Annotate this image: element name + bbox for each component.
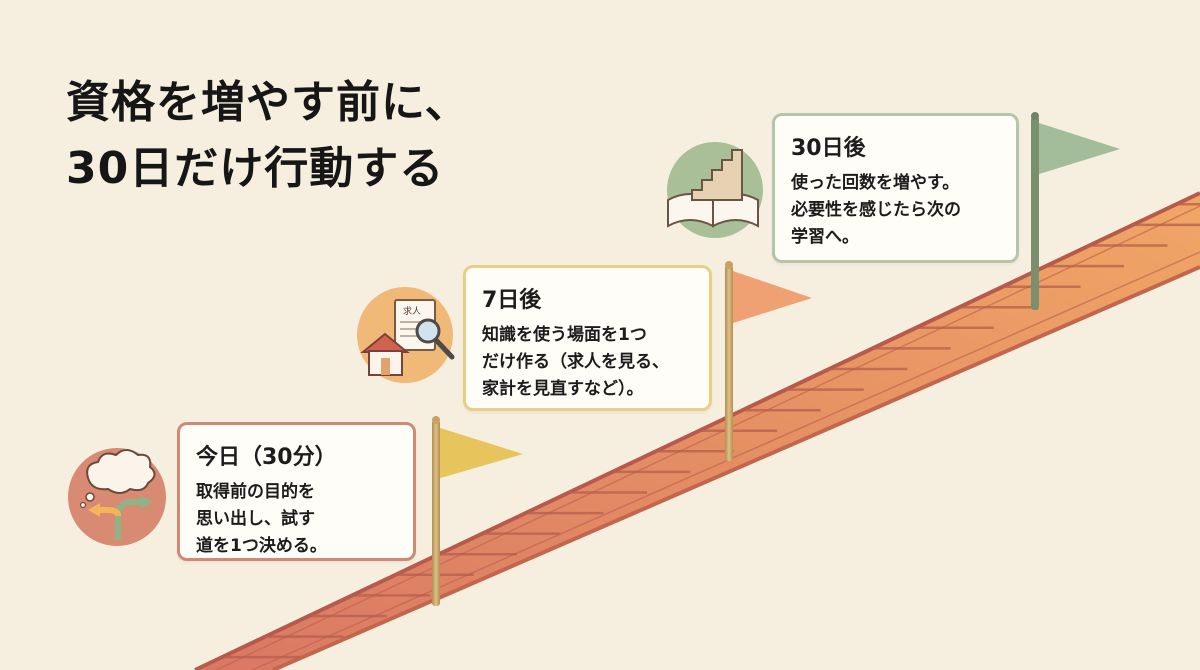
- milestone-description: 取得前の目的を 思い出し、試す 道を1つ決める。: [196, 479, 397, 560]
- title-line-2: 30日だけ行動する: [66, 143, 445, 194]
- milestone-line: だけ作る（求人を見る、: [482, 352, 669, 372]
- milestone-line: 道を1つ決める。: [196, 536, 327, 556]
- flag-7-days: [725, 261, 812, 461]
- milestone-line: 思い出し、試す: [196, 509, 315, 529]
- milestone-heading: 今日（30分）: [196, 445, 337, 470]
- milestone-line: 取得前の目的を: [196, 482, 315, 502]
- thought-bubble-crossroads-icon: [68, 448, 166, 546]
- milestone-line: 使った回数を増やす。: [791, 173, 960, 193]
- title-line-1: 資格を増やす前に、: [66, 77, 470, 128]
- milestone-heading: 30日後: [791, 136, 866, 161]
- flag-today: [432, 416, 523, 606]
- track-rungs: [222, 203, 1200, 659]
- milestone-line: 知識を使う場面を1つ: [482, 325, 647, 345]
- milestone-line: 必要性を感じたら次の: [791, 200, 961, 220]
- flag-30-days: [1031, 112, 1120, 310]
- milestone-line: 家計を見直すなど）。: [482, 379, 644, 399]
- job-search-badge-text: 求人: [403, 305, 421, 317]
- milestone-heading: 7日後: [482, 288, 542, 313]
- house-job-search-icon: 求人: [357, 287, 455, 383]
- milestone-line: 学習へ。: [791, 227, 859, 247]
- milestone-card-today: 今日（30分） 取得前の目的を 思い出し、試す 道を1つ決める。: [177, 422, 416, 561]
- book-staircase-icon: [667, 142, 763, 238]
- milestone-card-30-days: 30日後 使った回数を増やす。 必要性を感じたら次の 学習へ。: [772, 113, 1019, 263]
- milestone-description: 使った回数を増やす。 必要性を感じたら次の 学習へ。: [791, 170, 1000, 251]
- progress-track: [194, 191, 1200, 670]
- milestone-description: 知識を使う場面を1つ だけ作る（求人を見る、 家計を見直すなど）。: [482, 322, 693, 403]
- page-title: 資格を増やす前に、 30日だけ行動する: [66, 70, 470, 202]
- milestone-card-7-days: 7日後 知識を使う場面を1つ だけ作る（求人を見る、 家計を見直すなど）。: [463, 265, 712, 411]
